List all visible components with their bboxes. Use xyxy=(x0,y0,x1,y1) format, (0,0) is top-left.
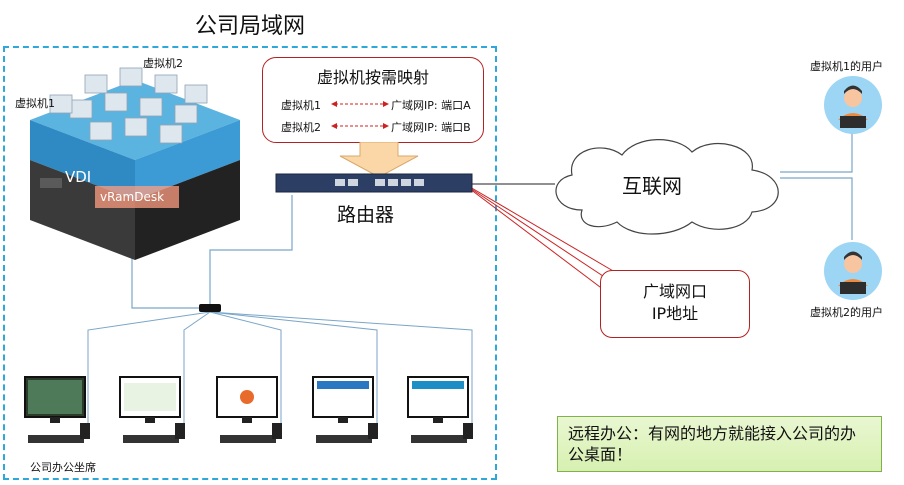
mapping-box: 虚拟机按需映射 虚拟机1 广域网IP: 端口A 虚拟机2 广域网IP: 端口B xyxy=(262,57,484,143)
vm1-label: 虚拟机1 xyxy=(15,97,55,110)
workstation xyxy=(24,376,90,443)
user1-label: 虚拟机1的用户 xyxy=(810,60,883,73)
wan-box: 广域网口 IP地址 xyxy=(600,270,750,338)
router-device xyxy=(275,173,473,193)
user1-avatar xyxy=(824,76,882,134)
office-label: 公司办公坐席 xyxy=(30,461,96,474)
user-icon xyxy=(838,251,868,294)
vdi-server xyxy=(30,67,240,260)
wan-line2: IP地址 xyxy=(651,304,699,323)
lan-title: 公司局域网 xyxy=(195,14,306,39)
workstation xyxy=(216,376,282,443)
lan-boundary xyxy=(3,46,497,480)
mapping-row-vm: 虚拟机1 xyxy=(281,99,321,112)
workstation xyxy=(407,376,473,443)
mapping-row-target: 广域网IP: 端口B xyxy=(391,121,471,134)
router-label: 路由器 xyxy=(337,204,395,226)
product-label: vRamDesk xyxy=(100,190,165,204)
user2-avatar xyxy=(824,242,882,300)
mapping-row-vm: 虚拟机2 xyxy=(281,121,321,134)
office-workstations xyxy=(24,376,473,443)
user2-label: 虚拟机2的用户 xyxy=(810,306,883,319)
mapping-title: 虚拟机按需映射 xyxy=(316,68,429,87)
mapping-row-target: 广域网IP: 端口A xyxy=(391,99,471,112)
vdi-label: VDI xyxy=(65,168,92,186)
remote-office-note: 远程办公：有网的地方就能接入公司的办公桌面！ xyxy=(557,416,882,472)
internet-cloud xyxy=(555,139,779,235)
wan-line1: 广域网口 xyxy=(642,282,707,301)
user-icon xyxy=(838,85,868,128)
internet-label: 互联网 xyxy=(622,174,682,198)
workstation xyxy=(119,376,185,443)
network-switch xyxy=(199,304,221,312)
vm2-label: 虚拟机2 xyxy=(143,57,183,70)
vm-icons xyxy=(49,67,208,144)
down-arrow-icon xyxy=(339,142,419,178)
workstation xyxy=(312,376,378,443)
mapping-arrows xyxy=(331,101,389,129)
